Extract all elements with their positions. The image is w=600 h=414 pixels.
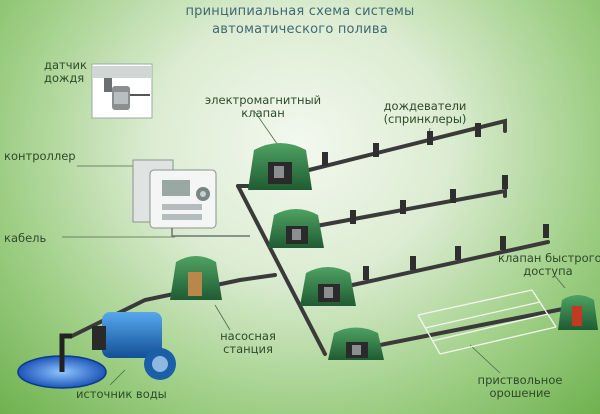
rain-sensor-label-1: датчик [44, 58, 87, 72]
cable-line [171, 228, 250, 237]
leader-lines [62, 85, 566, 386]
sprinkler [400, 200, 406, 214]
pump-station-box [170, 256, 222, 300]
pump-station-label-2: станция [223, 342, 273, 356]
rain-sensor [91, 63, 153, 119]
quick-valve-label-1: клапан быстрого [498, 251, 600, 265]
drip-label-1: приствольное [477, 373, 563, 387]
sprinkler [502, 175, 508, 189]
pump-station-label-1: насосная [220, 329, 276, 343]
water-source [17, 333, 107, 389]
valve-box [248, 143, 312, 190]
sprinkler [427, 131, 433, 145]
valve-label-1: электромагнитный [204, 93, 322, 107]
title-line-1: принципиальная схема системы [185, 4, 415, 19]
controller-label: контроллер [4, 149, 76, 163]
controller [132, 159, 217, 229]
sprinkler [543, 224, 549, 238]
sprinkler [450, 189, 456, 203]
sprinklers-label-2: (спринклеры) [383, 112, 467, 126]
sprinkler [363, 266, 369, 280]
valve-box [268, 209, 324, 248]
sprinkler [455, 246, 461, 260]
sprinkler [475, 123, 481, 137]
sprinkler [373, 143, 379, 157]
sprinklers-label-1: дождеватели [383, 99, 467, 113]
drip-label-2: орошение [489, 386, 551, 400]
quick-valve-label-2: доступа [523, 264, 573, 278]
valve-box [300, 267, 356, 306]
sprinkler [322, 152, 328, 166]
cable-label: кабель [4, 231, 47, 245]
rain-sensor-label-2: дождя [44, 71, 85, 85]
drip-irrigation-grid [417, 289, 557, 355]
quick-access-valve [558, 295, 598, 330]
title-line-2: автоматического полива [212, 22, 388, 37]
sprinkler [410, 256, 416, 270]
water-pump [92, 312, 176, 380]
sprinkler [500, 236, 506, 250]
sprinkler [350, 210, 356, 224]
valve-box [328, 327, 384, 360]
sprinkler-heads [322, 123, 549, 280]
water-source-label: источник воды [76, 387, 167, 401]
valve-label-2: клапан [241, 106, 285, 120]
